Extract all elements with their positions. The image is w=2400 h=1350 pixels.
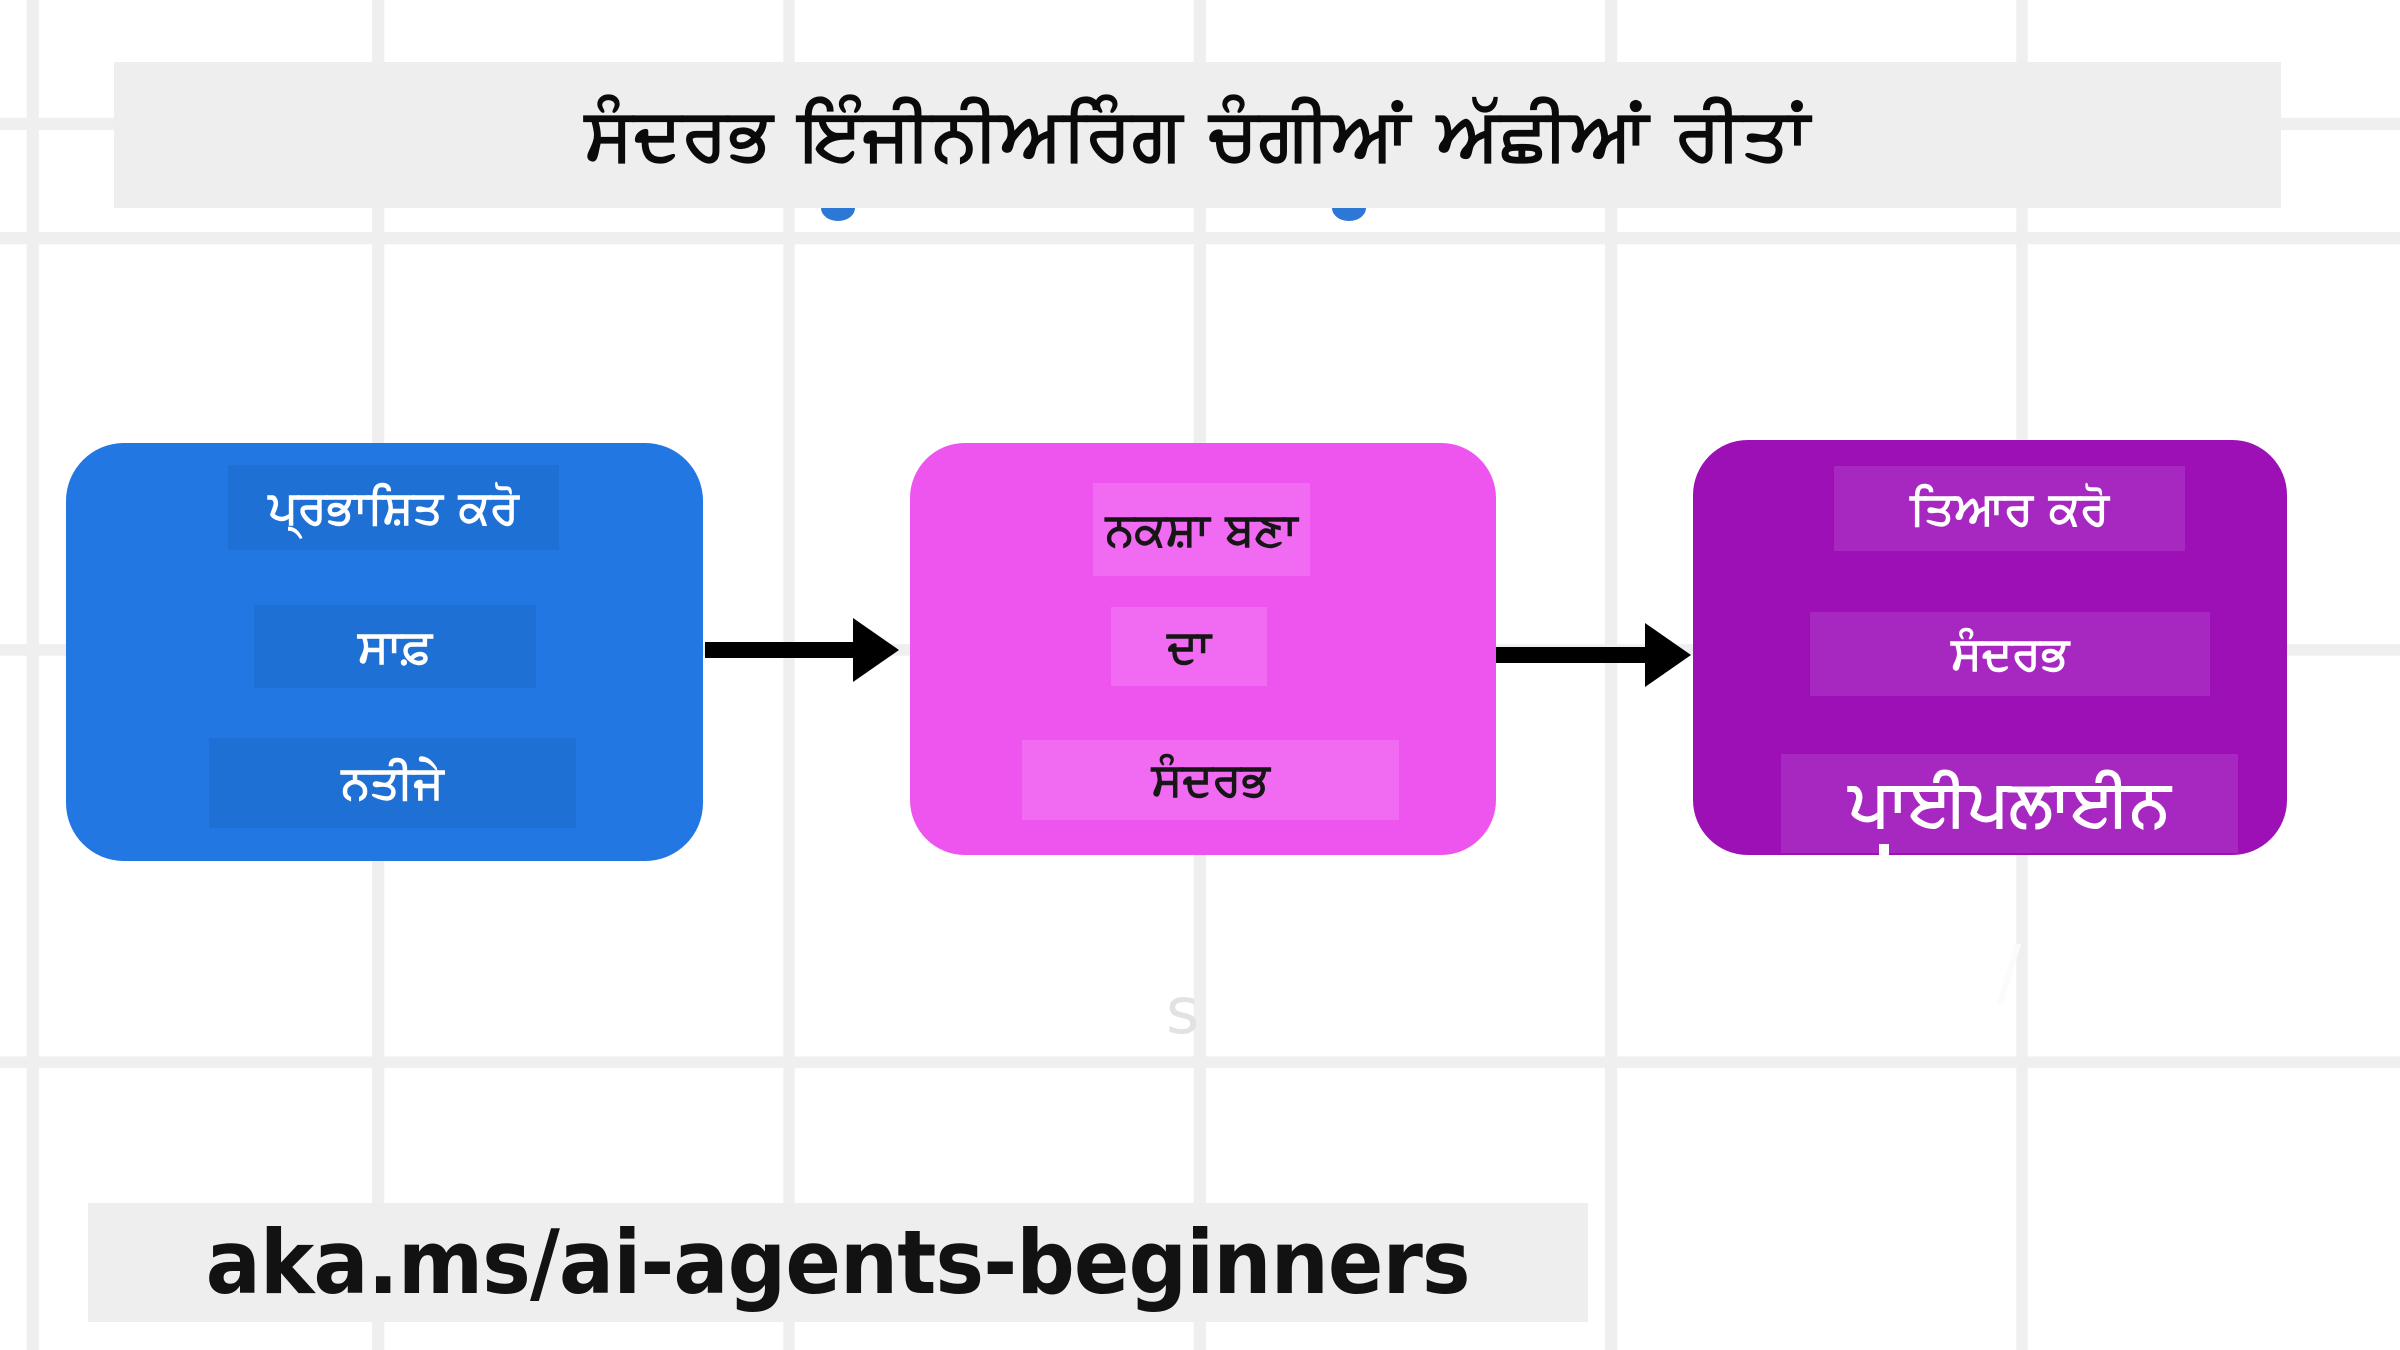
text-highlight: ਸੰਦਰਭ [1810,612,2210,696]
text-highlight: ਤਿਆਰ ਕਰੋ [1834,466,2185,551]
residual-slash: / [1997,930,2022,1014]
title-banner: ਸੰਦਰਭ ਇੰਜੀਨੀਅਰਿੰਗ ਚੰਗੀਆਂ ਅੱਛੀਆਂ ਰੀਤਾਂ [114,62,2281,208]
diagram-title: ਸੰਦਰਭ ਇੰਜੀਨੀਅਰਿੰਗ ਚੰਗੀਆਂ ਅੱਛੀਆਂ ਰੀਤਾਂ [584,92,1811,176]
arrow-shaft [1496,647,1647,663]
step-line-text: ਦਾ [1167,618,1211,673]
step-line-text: ਸੰਦਰਭ [1151,752,1270,806]
hidden-circle-marker-icon [821,208,855,221]
arrow-shaft [705,642,855,658]
step-line-text: ਤਿਆਰ ਕਰੋ [1910,480,2109,535]
hidden-circle-marker-icon [1332,208,1366,221]
flow-step-map-the-context: ਨਕਸ਼ਾ ਬਣਾ ਦਾ ਸੰਦਰਭ [910,443,1496,855]
step-line-text: ਨਤੀਜੇ [341,755,444,809]
text-highlight: ਸੰਦਰਭ [1022,740,1399,820]
text-highlight: ਨਕਸ਼ਾ ਬਣਾ [1093,483,1310,576]
footer-banner: aka.ms/ai-agents-beginners [88,1203,1588,1322]
step-line-text: ਨਕਸ਼ਾ ਬਣਾ [1105,501,1298,556]
text-highlight: ਨਤੀਜੇ [209,738,576,828]
step-line-text: ਸਾਫ਼ [358,618,432,673]
text-highlight: ਸਾਫ਼ [254,605,536,688]
arrow-head-icon [853,618,899,682]
flow-step-define-clear-outcomes: ਪ੍ਰਭਾਸ਼ਿਤ ਕਰੋ ਸਾਫ਼ ਨਤੀਜੇ [66,443,703,861]
residual-letter: s [1166,975,1200,1049]
residual-white-patch [1879,844,1889,861]
step-line-text: ਪਾਈਪਲਾਈਨ [1848,766,2171,841]
step-line-text: ਸੰਦਰਭ [1951,626,2069,680]
flow-step-prepare-context-pipeline: ਤਿਆਰ ਕਰੋ ਸੰਦਰਭ ਪਾਈਪਲਾਈਨ [1693,440,2287,855]
arrow-head-icon [1645,623,1691,687]
text-highlight: ਪ੍ਰਭਾਸ਼ਿਤ ਕਰੋ [228,465,559,550]
text-highlight: ਪਾਈਪਲਾਈਨ [1781,754,2238,853]
step-line-text: ਪ੍ਰਭਾਸ਼ਿਤ ਕਰੋ [268,479,519,534]
footer-link[interactable]: aka.ms/ai-agents-beginners [205,1211,1471,1314]
text-highlight: ਦਾ [1111,607,1267,686]
